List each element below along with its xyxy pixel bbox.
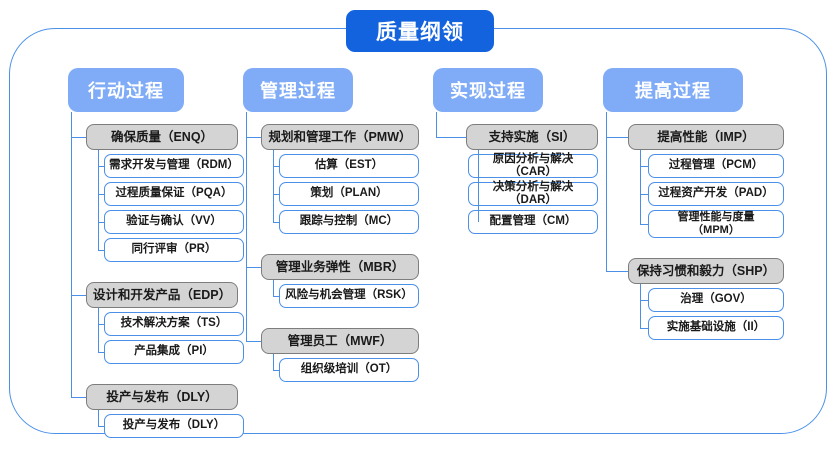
connector-column-trunk bbox=[606, 112, 608, 271]
child-box-c3-1-3: 配置管理（CM） bbox=[468, 210, 598, 234]
child-box-c4-2-1: 治理（GOV） bbox=[648, 288, 784, 312]
child-box-c4-1-1: 过程管理（PCM） bbox=[648, 154, 784, 178]
column-header-1: 行动过程 bbox=[68, 68, 184, 112]
connector-child-stub bbox=[640, 224, 648, 226]
group-box-c3-1: 支持实施（SI） bbox=[466, 124, 598, 150]
connector-child-stub bbox=[640, 194, 648, 196]
group-box-c2-2: 管理业务弹性（MBR） bbox=[261, 254, 419, 280]
connector-child-stub bbox=[98, 194, 104, 196]
connector-child-stub bbox=[273, 222, 279, 224]
child-box-c1-3-1: 投产与发布（DLY） bbox=[104, 414, 244, 438]
connector-group-stub bbox=[246, 341, 261, 343]
connector-child-trunk bbox=[273, 150, 275, 222]
connector-child-stub bbox=[273, 296, 279, 298]
connector-column-trunk bbox=[71, 112, 73, 397]
connector-column-trunk bbox=[246, 112, 248, 341]
connector-group-stub bbox=[606, 271, 628, 273]
group-box-c4-2: 保持习惯和毅力（SHP） bbox=[628, 258, 784, 284]
group-box-c1-2: 设计和开发产品（EDP） bbox=[86, 282, 238, 308]
child-box-c2-1-1: 估算（EST） bbox=[279, 154, 419, 178]
connector-child-trunk bbox=[478, 150, 480, 222]
child-box-c1-1-2: 过程质量保证（PQA） bbox=[104, 182, 244, 206]
connector-group-stub bbox=[246, 267, 261, 269]
child-box-c2-3-1: 组织级培训（OT） bbox=[279, 358, 419, 382]
connector-column-trunk bbox=[436, 112, 438, 137]
connector-child-trunk bbox=[98, 410, 100, 426]
group-box-c1-1: 确保质量（ENQ） bbox=[86, 124, 238, 150]
connector-child-stub bbox=[273, 166, 279, 168]
child-box-c3-1-1: 原因分析与解决（CAR） bbox=[468, 153, 598, 178]
group-box-c2-3: 管理员工（MWF） bbox=[261, 328, 419, 354]
child-box-c4-1-2: 过程资产开发（PAD） bbox=[648, 182, 784, 206]
group-box-c2-1: 规划和管理工作（PMW） bbox=[261, 124, 419, 150]
connector-child-stub bbox=[98, 250, 104, 252]
connector-child-stub bbox=[98, 324, 104, 326]
connector-child-stub bbox=[640, 328, 648, 330]
connector-group-stub bbox=[246, 137, 261, 139]
column-header-2: 管理过程 bbox=[243, 68, 353, 112]
child-box-c1-1-3: 验证与确认（VV） bbox=[104, 210, 244, 234]
connector-child-trunk bbox=[640, 150, 642, 224]
child-box-c1-2-2: 产品集成（PI） bbox=[104, 340, 244, 364]
connector-child-stub bbox=[98, 166, 104, 168]
child-box-c4-1-3: 管理性能与度量（MPM） bbox=[648, 210, 784, 238]
child-box-c2-1-3: 跟踪与控制（MC） bbox=[279, 210, 419, 234]
connector-child-trunk bbox=[273, 280, 275, 296]
child-box-c3-1-2: 决策分析与解决（DAR） bbox=[468, 181, 598, 206]
connector-group-stub bbox=[71, 295, 86, 297]
root-title-box: 质量纲领 bbox=[346, 10, 494, 52]
child-box-c2-1-2: 策划（PLAN） bbox=[279, 182, 419, 206]
child-box-c1-1-4: 同行评审（PR） bbox=[104, 238, 244, 262]
connector-group-stub bbox=[71, 397, 86, 399]
connector-child-trunk bbox=[98, 150, 100, 250]
group-box-c4-1: 提高性能（IMP） bbox=[628, 124, 784, 150]
connector-child-stub bbox=[273, 370, 279, 372]
group-box-c1-3: 投产与发布（DLY） bbox=[86, 384, 238, 410]
connector-child-stub bbox=[640, 300, 648, 302]
child-box-c4-2-2: 实施基础设施（II） bbox=[648, 316, 784, 340]
connector-child-trunk bbox=[98, 308, 100, 352]
child-box-c2-2-1: 风险与机会管理（RSK） bbox=[279, 284, 419, 308]
connector-child-stub bbox=[98, 222, 104, 224]
connector-child-stub bbox=[98, 426, 104, 428]
column-header-4: 提高过程 bbox=[603, 68, 743, 112]
connector-group-stub bbox=[436, 137, 466, 139]
connector-child-stub bbox=[98, 352, 104, 354]
connector-child-trunk bbox=[273, 354, 275, 370]
child-box-c1-1-1: 需求开发与管理（RDM） bbox=[104, 154, 244, 178]
connector-group-stub bbox=[606, 137, 628, 139]
column-header-3: 实现过程 bbox=[433, 68, 543, 112]
connector-child-trunk bbox=[640, 284, 642, 328]
connector-group-stub bbox=[71, 137, 86, 139]
child-box-c1-2-1: 技术解决方案（TS） bbox=[104, 312, 244, 336]
connector-child-stub bbox=[273, 194, 279, 196]
connector-child-stub bbox=[640, 166, 648, 168]
